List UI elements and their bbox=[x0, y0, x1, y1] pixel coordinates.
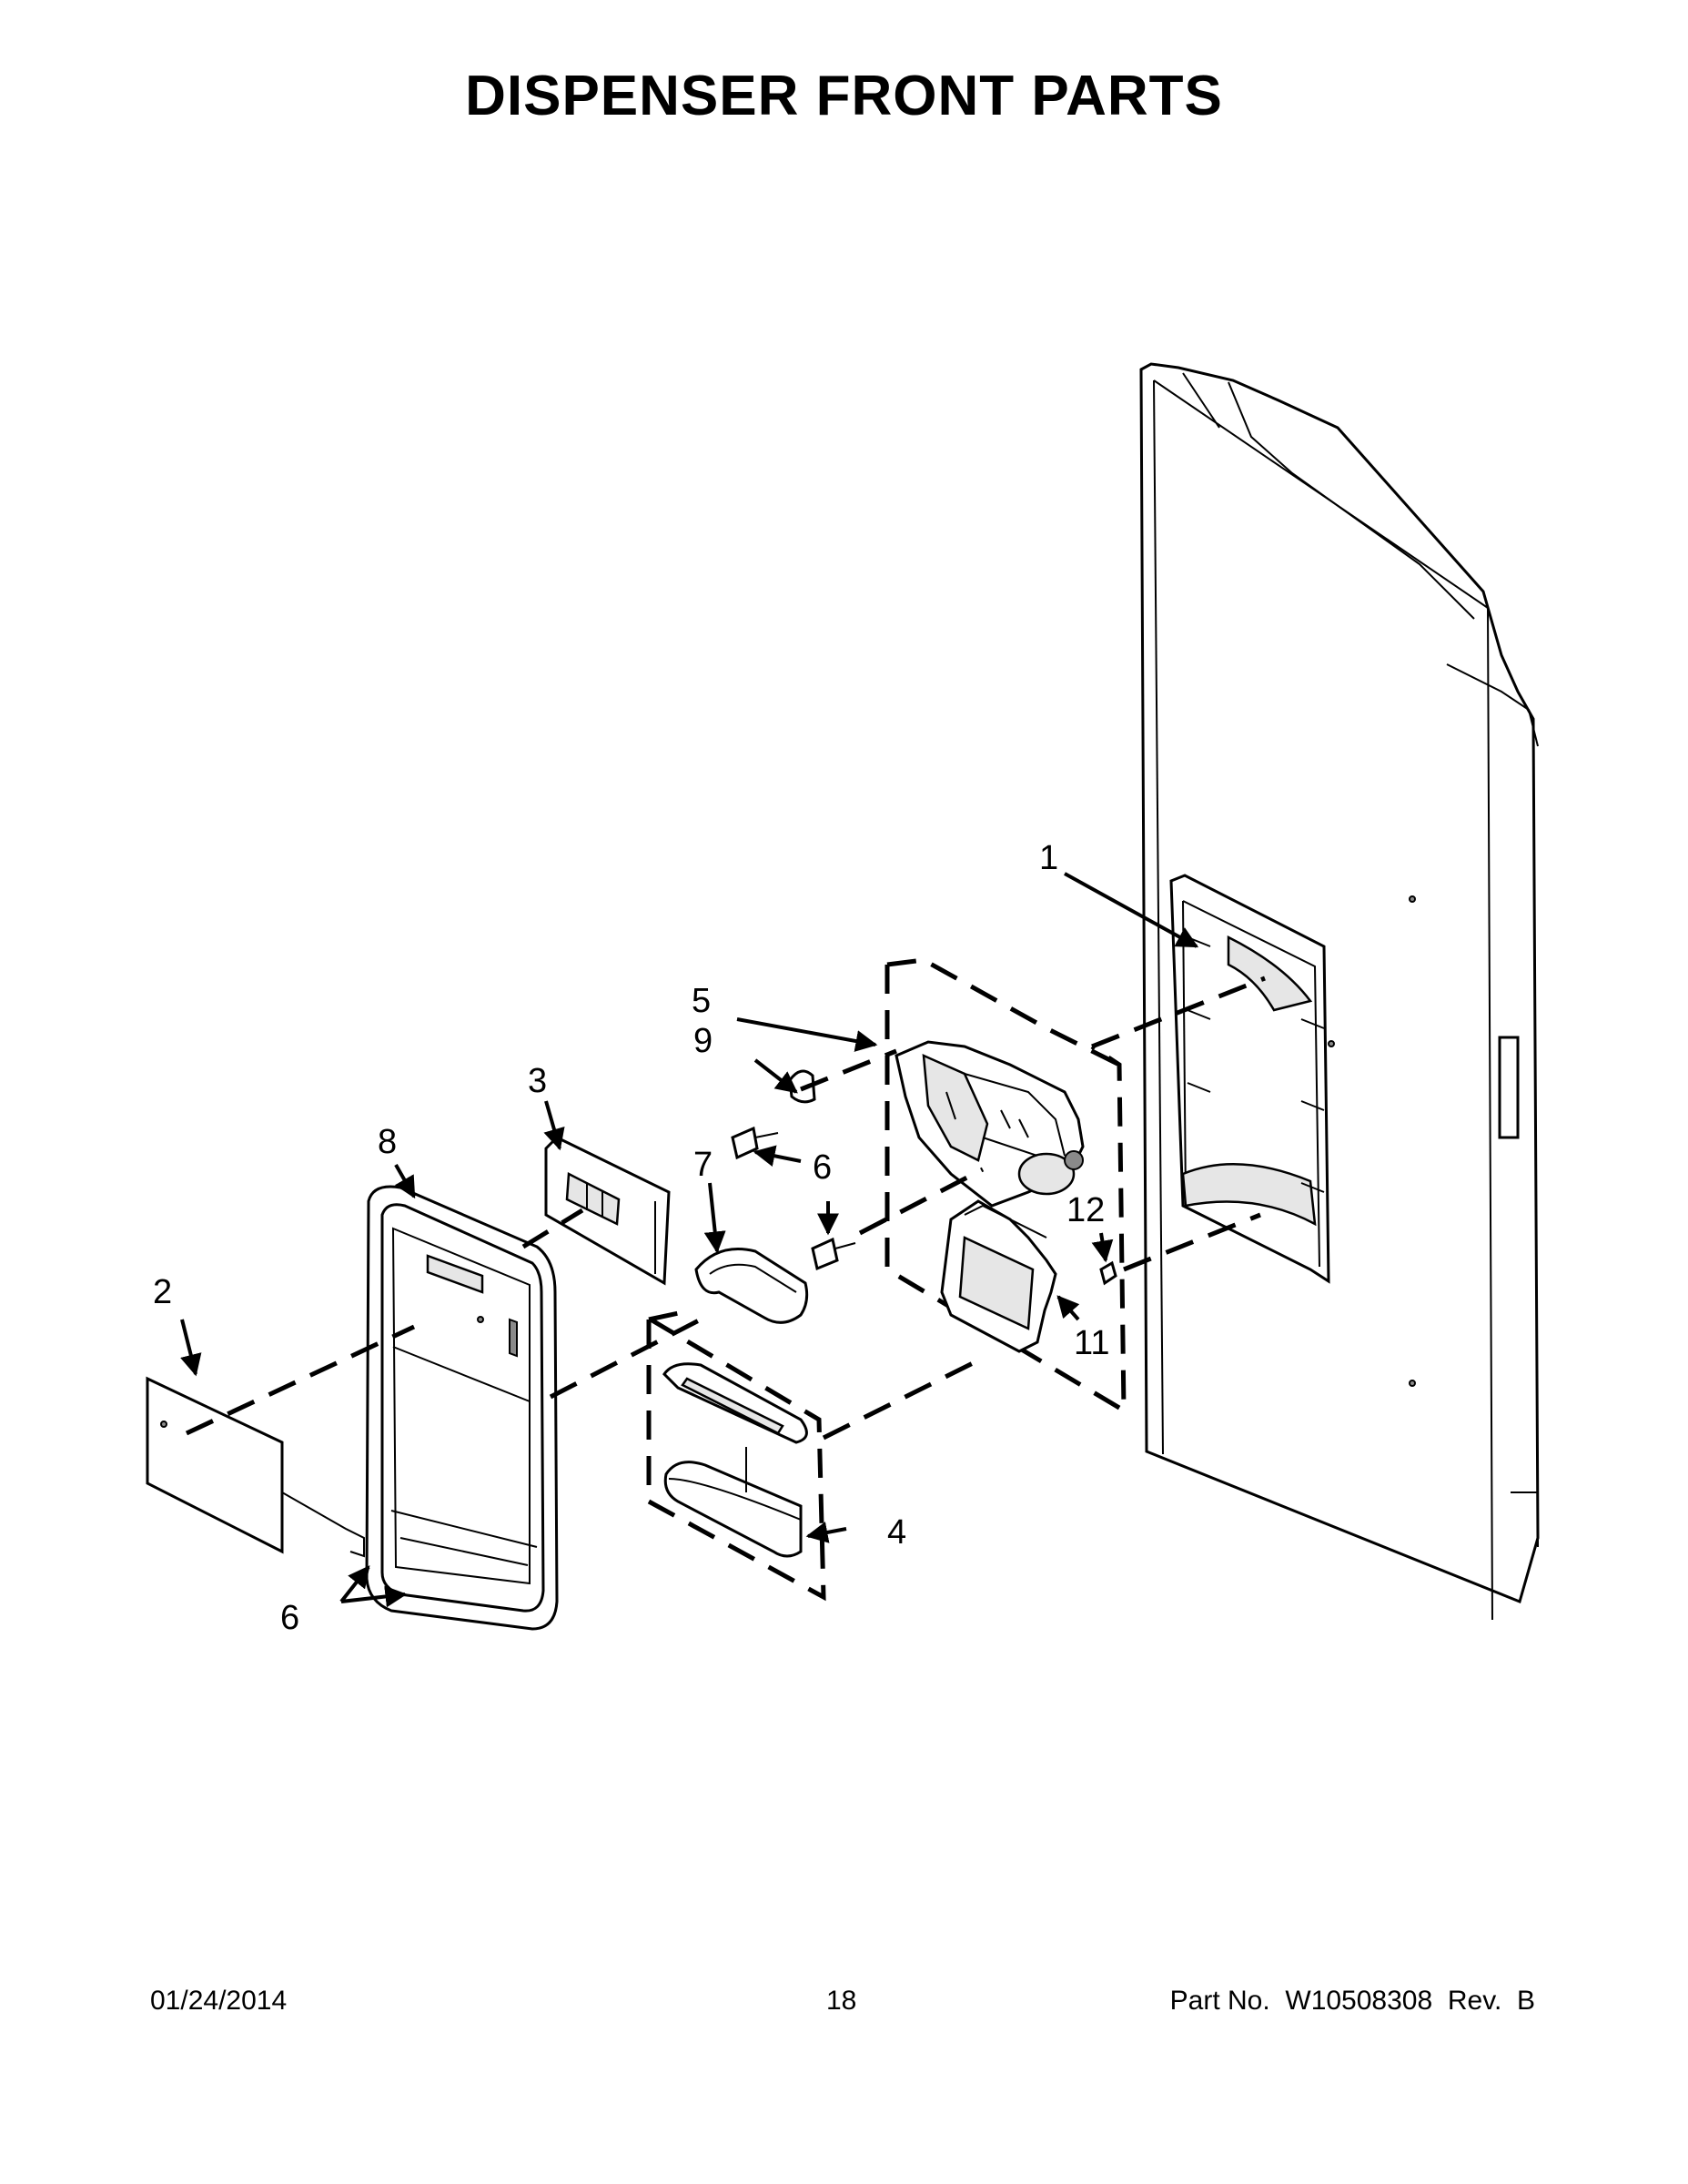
refrigerator-door bbox=[1139, 362, 1540, 1621]
callout-1: 1 bbox=[1039, 839, 1058, 877]
page-title: DISPENSER FRONT PARTS bbox=[465, 65, 1223, 127]
footer-date: 01/24/2014 bbox=[150, 1986, 288, 2016]
part-3-control-board bbox=[544, 1136, 671, 1286]
part-8-housing-frame bbox=[365, 1185, 559, 1631]
callout-3: 3 bbox=[528, 1062, 547, 1100]
part-number: W10508308 bbox=[1285, 1986, 1433, 2016]
callout-7: 7 bbox=[693, 1146, 713, 1184]
callout-11: 11 bbox=[1074, 1324, 1109, 1362]
footer-part-number: Part No. W10508308 Rev. B bbox=[1170, 1986, 1535, 2017]
footer-page-number: 18 bbox=[826, 1986, 857, 2016]
callout-6-upper: 6 bbox=[813, 1148, 832, 1187]
callout-9: 9 bbox=[693, 1022, 713, 1060]
assembly-boundary-5 bbox=[884, 957, 1127, 1415]
rev-value: B bbox=[1516, 1986, 1535, 2016]
part-11-actuator-paddle bbox=[940, 1199, 1057, 1353]
callout-6-lower: 6 bbox=[280, 1599, 299, 1637]
part-5-dispenser-mechanism bbox=[895, 1040, 1085, 1208]
callout-leaders bbox=[180, 872, 1199, 1608]
callout-2: 2 bbox=[153, 1273, 172, 1311]
part-4-drip-tray bbox=[662, 1362, 808, 1558]
callout-12: 12 bbox=[1066, 1191, 1105, 1229]
assembly-connector-lines bbox=[185, 976, 1266, 1441]
assembly-boundary-4 bbox=[646, 1308, 826, 1602]
callout-4: 4 bbox=[887, 1513, 906, 1552]
callout-5: 5 bbox=[692, 982, 711, 1020]
callout-8: 8 bbox=[378, 1123, 397, 1161]
rev-label: Rev. bbox=[1447, 1986, 1502, 2016]
part-7-trim bbox=[694, 1248, 809, 1324]
callout-labels: 1 2 3 4 5 6 6 6 7 8 9 11 12 bbox=[153, 839, 1109, 1637]
part-label: Part No. bbox=[1169, 1986, 1270, 2016]
part-12-clip bbox=[1099, 1260, 1117, 1286]
part-2-cover-plate bbox=[146, 1376, 365, 1558]
